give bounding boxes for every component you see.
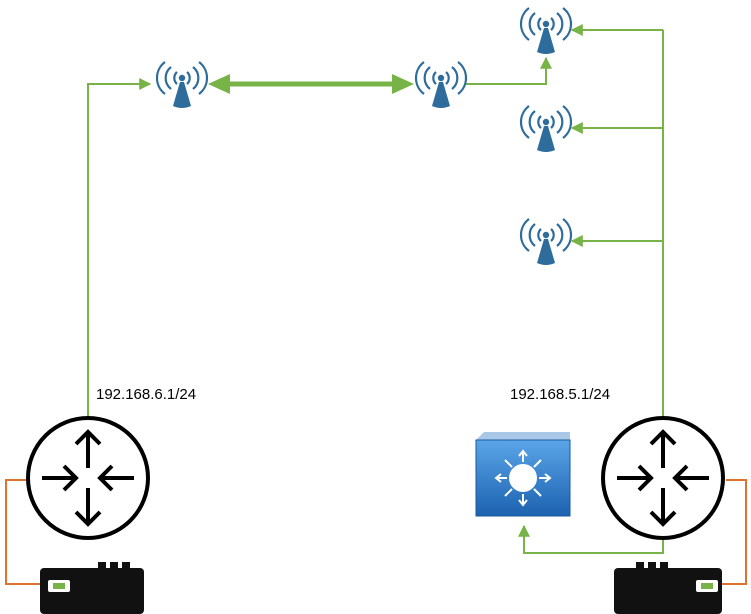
wireless-ap-icon[interactable]: [414, 60, 468, 110]
link-router-left-ap1: [87, 78, 152, 418]
link-modem-right-router: [718, 479, 747, 585]
link-modem-left-router: [5, 479, 40, 585]
router-icon[interactable]: [601, 416, 725, 540]
router-icon[interactable]: [26, 416, 150, 540]
router-right-ip-label: 192.168.5.1/24: [510, 386, 610, 403]
modem-icon[interactable]: [614, 562, 722, 614]
wireless-ap-icon[interactable]: [519, 104, 573, 154]
link-ap2-ap3: [466, 56, 552, 85]
wireless-ap-icon[interactable]: [519, 6, 573, 56]
link-router-right-switch: [518, 524, 664, 554]
wireless-ap-icon[interactable]: [155, 60, 209, 110]
router-left-ip-label: 192.168.6.1/24: [96, 386, 196, 403]
wireless-ap-icon[interactable]: [519, 217, 573, 267]
links: [5, 24, 747, 585]
wireless-bridge-link: [208, 74, 414, 94]
layer3-switch-icon[interactable]: [475, 432, 571, 517]
modem-icon[interactable]: [40, 562, 144, 614]
